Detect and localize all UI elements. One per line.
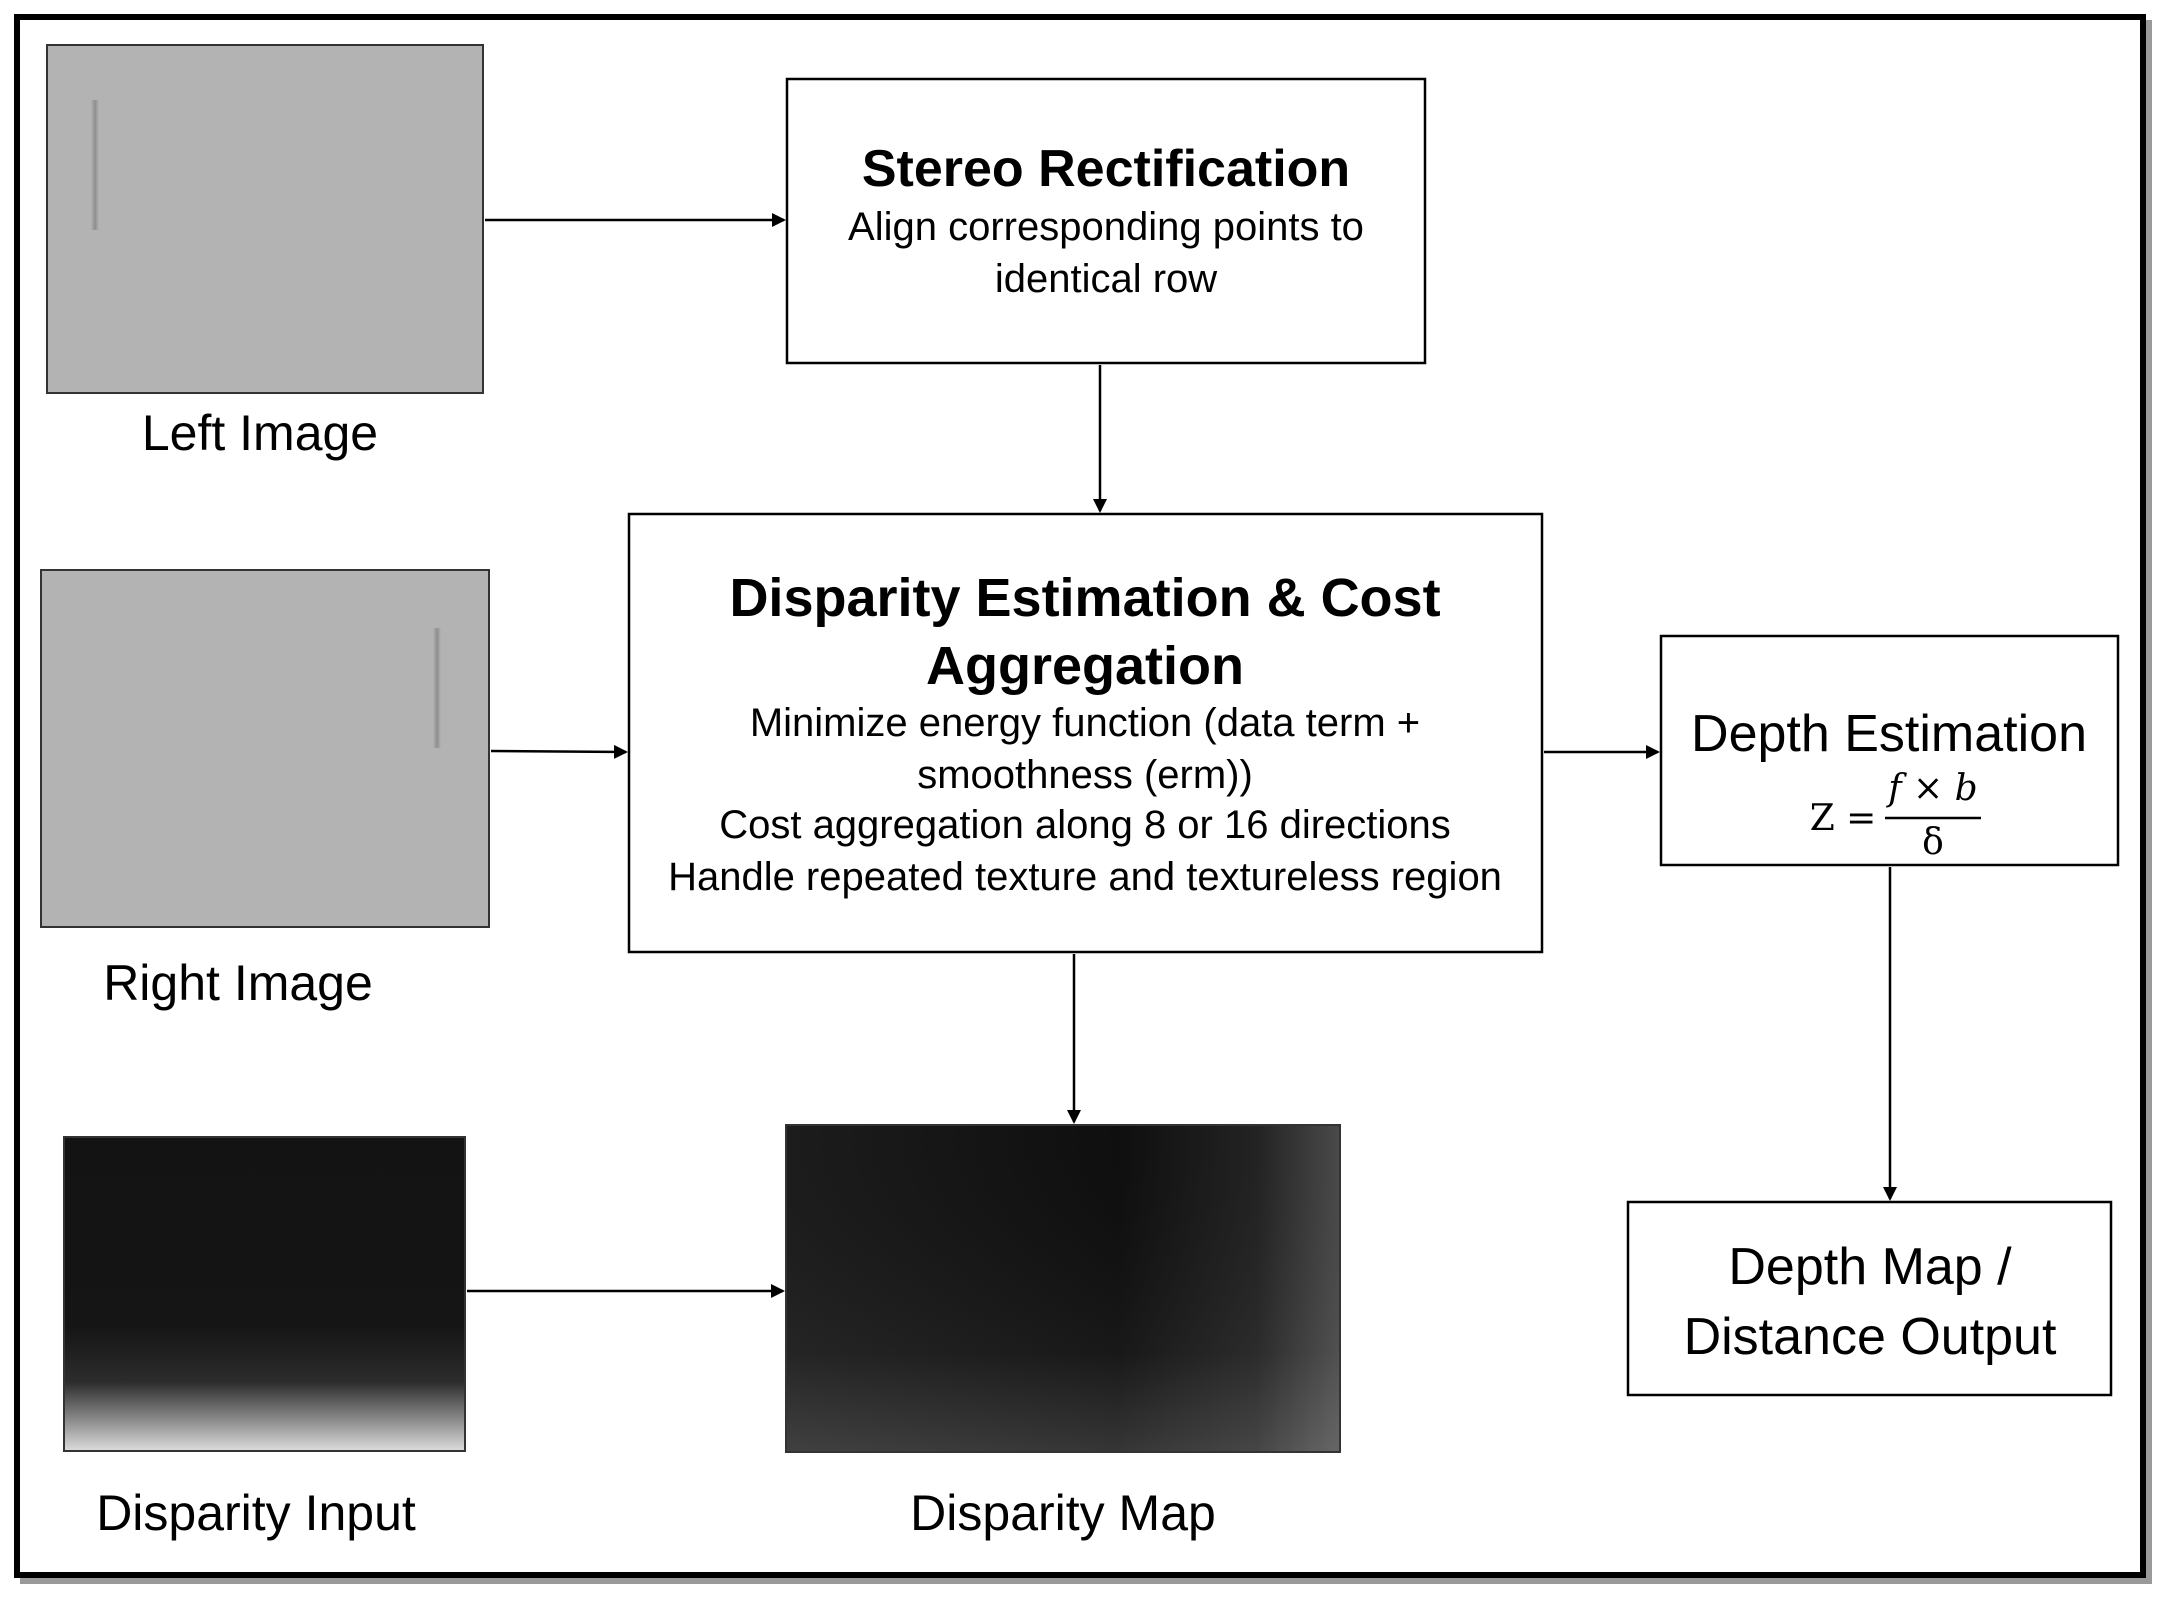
right-image-caption: Right Image	[103, 955, 373, 1011]
depth-map-line-1: Depth Map /	[1728, 1238, 2012, 1296]
right-image	[40, 569, 490, 928]
stereo-rectification-line-1: Align corresponding points to	[848, 205, 1364, 249]
disparity-estimation-title-line-2: Aggregation	[926, 636, 1244, 696]
disparity-estimation-title-line-1: Disparity Estimation & Cost	[729, 568, 1440, 628]
disparity-map-image	[785, 1124, 1341, 1453]
depth-map-line-2: Distance Output	[1684, 1308, 2057, 1366]
left-image-streak	[91, 100, 99, 230]
formula-lhs: Z =	[1810, 798, 1877, 839]
depth-estimation-title: Depth Estimation	[1691, 705, 2087, 763]
diagram-frame	[14, 14, 2146, 1578]
left-image-caption: Left Image	[142, 405, 378, 461]
arrow-right-image-to-disparity	[490, 744, 628, 759]
depth-estimation-box: Depth Estimation Z = f × b δ	[1659, 634, 2120, 867]
stereo-rectification-line-2: identical row	[995, 257, 1217, 301]
stereo-rectification-title: Stereo Rectification	[862, 140, 1350, 198]
disparity-input-image	[63, 1136, 466, 1452]
disparity-estimation-line-2: smoothness (erm))	[917, 753, 1253, 797]
disparity-estimation-line-3: Cost aggregation along 8 or 16 direction…	[719, 803, 1451, 847]
disparity-estimation-line-1: Minimize energy function (data term +	[750, 701, 1420, 745]
right-image-streak	[433, 628, 441, 748]
disparity-estimation-box: Disparity Estimation & Cost Aggregation …	[627, 512, 1544, 954]
stereo-rectification-box: Stereo Rectification Align corresponding…	[785, 77, 1427, 365]
formula-denominator: δ	[1922, 822, 1944, 863]
disparity-map-caption: Disparity Map	[910, 1485, 1216, 1541]
formula-numerator: f × b	[1885, 768, 1977, 809]
left-image	[46, 44, 484, 394]
depth-map-output-box: Depth Map / Distance Output	[1626, 1200, 2113, 1397]
depth-formula: Z = f × b δ	[1810, 768, 1981, 863]
disparity-input-caption: Disparity Input	[96, 1485, 416, 1541]
disparity-estimation-line-4: Handle repeated texture and textureless …	[668, 855, 1502, 899]
